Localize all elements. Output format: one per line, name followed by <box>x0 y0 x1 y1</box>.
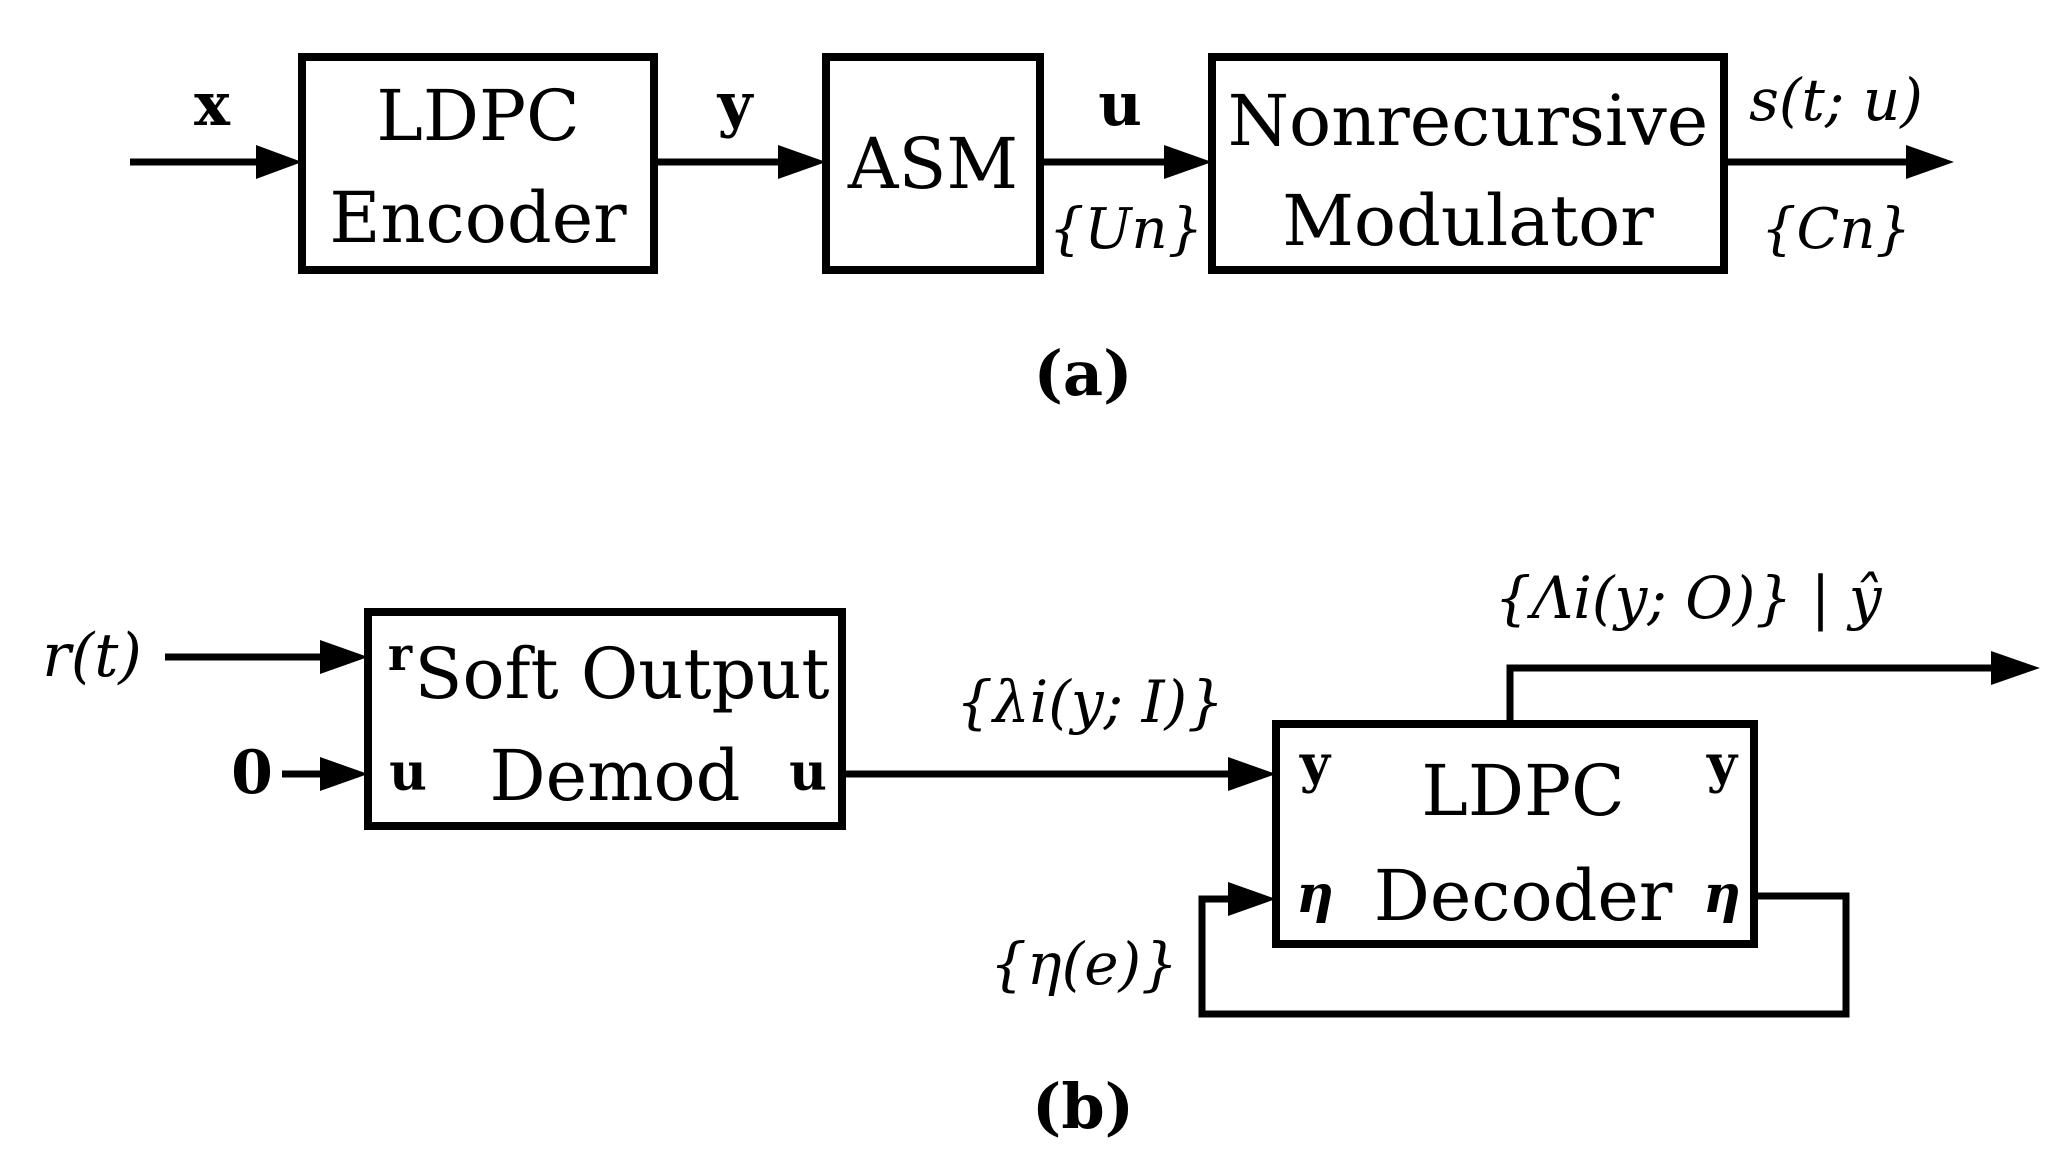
demod-port-r: r <box>388 627 413 681</box>
ldpc-encoder-line1: LDPC <box>376 75 579 157</box>
diagram-a: x LDPC Encoder y ASM u {Un} Nonrecursive… <box>130 53 1954 410</box>
decoder-port-eta-in: η <box>1296 864 1334 925</box>
demod-port-u-out: u <box>789 742 827 803</box>
asm-label: ASM <box>847 123 1018 205</box>
label-s-t-u: s(t; u) <box>1749 66 1923 134</box>
demod-line1: Soft Output <box>414 633 829 715</box>
modulator-line2: Modulator <box>1282 180 1654 262</box>
wire-feedback-loop <box>1198 892 1850 1018</box>
label-y: y <box>717 70 755 140</box>
decoder-port-y-out: y <box>1706 734 1739 795</box>
decoder-port-y-in: y <box>1299 734 1332 795</box>
label-lambda-input: {λi(y; I)} <box>956 668 1224 736</box>
wire-decoder-output <box>1506 664 1993 724</box>
arrowhead-feedback <box>1228 882 1276 916</box>
demod-port-u-in: u <box>389 742 427 803</box>
label-cn-sequence: {Cn} <box>1761 197 1911 262</box>
label-feedback-eta: {η(e)} <box>990 930 1178 998</box>
label-decoder-output: {Λi(y; O)} | ŷ <box>1495 564 1883 632</box>
arrowhead-lambda <box>1228 757 1276 791</box>
label-un-sequence: {Un} <box>1049 197 1204 262</box>
arrowhead-r <box>320 640 368 674</box>
label-u: u <box>1098 70 1142 140</box>
arrowhead-zero <box>320 757 368 791</box>
label-zero: 0 <box>231 738 273 808</box>
label-x: x <box>194 70 231 140</box>
caption-b: (b) <box>1032 1070 1134 1143</box>
demod-line2: Demod <box>490 735 741 817</box>
modulator-block <box>1208 53 1728 274</box>
ldpc-encoder-line2: Encoder <box>329 177 627 259</box>
arrowhead-y <box>778 145 826 179</box>
ldpc-encoder-block <box>298 53 658 274</box>
arrowhead-u <box>1164 145 1212 179</box>
label-r-t: r(t) <box>42 621 142 691</box>
diagram-b: r(t) 0 r u u Soft Output Demod {λi(y; I)… <box>42 564 2040 1143</box>
modulator-line1: Nonrecursive <box>1228 80 1708 162</box>
caption-a: (a) <box>1034 337 1133 410</box>
ldpc-decoder-block <box>1272 720 1758 948</box>
asm-block <box>822 53 1044 274</box>
decoder-line1: LDPC <box>1421 750 1624 832</box>
decoder-line2: Decoder <box>1374 855 1673 937</box>
arrowhead-decoder-output <box>1991 651 2040 685</box>
arrowhead-x <box>256 145 302 179</box>
decoder-port-eta-out: η <box>1703 864 1741 925</box>
soft-output-demod-block <box>364 608 846 830</box>
arrowhead-s <box>1906 145 1954 179</box>
